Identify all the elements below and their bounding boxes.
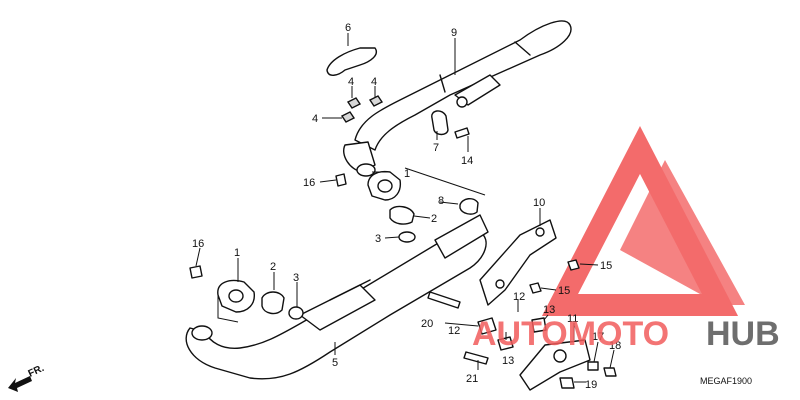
bolt-12-a <box>477 317 497 335</box>
callout-18[interactable]: 18 <box>609 340 621 352</box>
callout-21[interactable]: 21 <box>466 373 478 385</box>
callout-1-lower[interactable]: 1 <box>234 247 240 259</box>
front-direction-arrow[interactable]: FR. <box>8 363 46 392</box>
callout-7[interactable]: 7 <box>433 142 439 154</box>
callout-13-b[interactable]: 13 <box>502 355 514 367</box>
callout-8[interactable]: 8 <box>438 195 444 207</box>
callout-4-b[interactable]: 4 <box>371 76 377 88</box>
step-bracket-hole <box>553 349 567 363</box>
callout-4-c[interactable]: 4 <box>312 113 318 125</box>
diagram-code: MEGAF1900 <box>700 376 752 386</box>
callout-15-a[interactable]: 15 <box>600 260 612 272</box>
callout-9[interactable]: 9 <box>451 27 457 39</box>
lower-exhaust-pipe <box>185 214 489 380</box>
callout-16-upper[interactable]: 16 <box>303 177 315 189</box>
bolt-16-upper <box>335 173 347 187</box>
gasket-lower <box>288 306 304 320</box>
joint-collar-lower <box>261 291 285 315</box>
watermark-triangle-accent <box>620 160 745 305</box>
callout-2-lower[interactable]: 2 <box>270 261 276 273</box>
bolt-21 <box>463 351 489 365</box>
callout-16-lower[interactable]: 16 <box>192 238 204 250</box>
callout-12-a[interactable]: 12 <box>513 291 525 303</box>
callout-12-b[interactable]: 12 <box>448 325 460 337</box>
washer-17 <box>587 361 599 371</box>
nut-18 <box>603 367 617 377</box>
gasket-upper <box>398 231 416 243</box>
bolt-14 <box>454 127 470 139</box>
bolt-20 <box>427 291 461 309</box>
clip-a <box>346 97 362 109</box>
watermark-logo <box>541 126 745 316</box>
callout-15-b[interactable]: 15 <box>558 285 570 297</box>
callout-17[interactable]: 17 <box>592 331 604 343</box>
muffler-bracket <box>479 219 557 306</box>
bolt-16-lower <box>189 265 203 279</box>
clip-c <box>340 111 356 123</box>
callout-11[interactable]: 11 <box>567 313 578 325</box>
rear-muffler <box>343 20 572 177</box>
watermark-text-right: HUB <box>706 315 780 353</box>
callout-3-lower[interactable]: 3 <box>293 272 299 284</box>
upper-flange <box>367 170 402 201</box>
callout-2-upper[interactable]: 2 <box>431 213 437 225</box>
collar-8 <box>459 198 479 215</box>
callout-6[interactable]: 6 <box>345 22 351 34</box>
callout-labels: 6 9 4 4 4 7 14 1 16 8 2 3 10 16 1 2 3 15… <box>192 22 621 391</box>
callout-19[interactable]: 19 <box>585 379 597 391</box>
watermark-wordmark: AUTOMOTO HUB <box>472 315 780 353</box>
callout-4-a[interactable]: 4 <box>348 76 354 88</box>
clip-b <box>368 95 384 107</box>
heat-shield-upper <box>326 47 377 76</box>
nut-19 <box>559 377 575 389</box>
step-bracket <box>519 339 591 391</box>
leader-lines <box>195 33 615 383</box>
lower-flange <box>217 279 255 313</box>
clamp-band <box>431 110 449 136</box>
nut-15-b <box>529 282 542 294</box>
front-arrow-icon <box>8 376 32 392</box>
callout-10[interactable]: 10 <box>533 197 545 209</box>
joint-collar-upper <box>389 205 415 225</box>
callout-5[interactable]: 5 <box>332 357 338 369</box>
callout-3-upper[interactable]: 3 <box>375 233 381 245</box>
collar-13-a <box>531 317 547 333</box>
watermark-text-left: AUTOMOTO <box>472 315 669 353</box>
callout-20[interactable]: 20 <box>421 318 433 330</box>
front-arrow-label: FR. <box>27 363 46 380</box>
callout-1-upper[interactable]: 1 <box>404 168 410 180</box>
callout-14[interactable]: 14 <box>461 155 473 167</box>
callout-13-a[interactable]: 13 <box>543 304 555 316</box>
nut-15-a <box>567 259 580 271</box>
